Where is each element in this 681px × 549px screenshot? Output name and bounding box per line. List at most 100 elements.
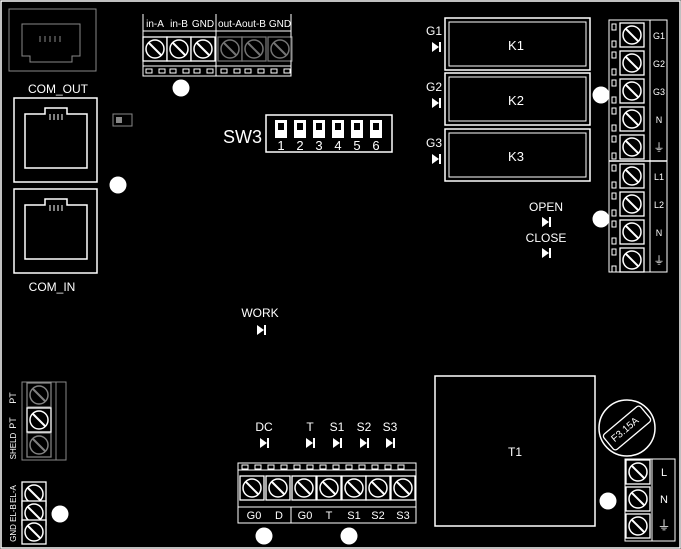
right-terminal-label: G3 bbox=[653, 87, 665, 97]
power-terminal-label: L bbox=[661, 467, 667, 479]
dip-switch-number: 1 bbox=[277, 138, 284, 153]
terminal-screw[interactable] bbox=[190, 36, 216, 62]
terminal-screw[interactable] bbox=[265, 475, 291, 501]
transformer bbox=[434, 375, 596, 527]
led-icon bbox=[306, 438, 315, 448]
bottom-terminal-label: G0 bbox=[298, 510, 313, 522]
top-terminal-label: GND bbox=[269, 19, 291, 30]
top-terminal-label: out-B bbox=[242, 19, 266, 30]
left-terminal-label: PT bbox=[8, 417, 18, 429]
dip-switch-toggle[interactable] bbox=[351, 120, 363, 138]
terminal-screw[interactable] bbox=[625, 513, 651, 539]
com-out-jack[interactable] bbox=[13, 97, 98, 183]
led-icon bbox=[386, 438, 395, 448]
relay-name: K3 bbox=[508, 149, 524, 164]
jumper bbox=[112, 113, 133, 127]
right-terminal-label: L2 bbox=[654, 200, 664, 210]
right-terminal-label: ⏚ bbox=[654, 254, 665, 267]
terminal-screw[interactable] bbox=[26, 432, 52, 458]
bottom-terminal-label: S2 bbox=[371, 510, 384, 522]
dip-switch-toggle[interactable] bbox=[370, 120, 382, 138]
terminal-screw[interactable] bbox=[625, 486, 651, 512]
terminal-screw[interactable] bbox=[217, 36, 243, 62]
terminal-screw[interactable] bbox=[239, 475, 265, 501]
terminal-screw[interactable] bbox=[390, 475, 416, 501]
terminal-screw[interactable] bbox=[26, 407, 52, 433]
relay-led-label: G2 bbox=[426, 80, 442, 94]
bottom-terminal-label: T bbox=[326, 510, 333, 522]
terminal-screw[interactable] bbox=[365, 475, 391, 501]
bottom-left-terminal-label: GND bbox=[9, 524, 18, 542]
right-terminal-label: ⏚ bbox=[654, 141, 665, 154]
dip-switch-toggle[interactable] bbox=[332, 120, 344, 138]
dip-switch-toggle[interactable] bbox=[313, 120, 325, 138]
terminal-screw[interactable] bbox=[241, 36, 267, 62]
terminal-screw[interactable] bbox=[21, 519, 47, 545]
led-icon bbox=[360, 438, 369, 448]
dip-switch-toggle[interactable] bbox=[294, 120, 306, 138]
terminal-screw[interactable] bbox=[619, 219, 645, 245]
led-icon bbox=[432, 154, 441, 164]
right-terminal-label: N bbox=[656, 115, 663, 125]
bottom-led-label: S1 bbox=[330, 420, 345, 434]
terminal-screw[interactable] bbox=[619, 106, 645, 132]
left-terminal-label: PT bbox=[8, 392, 18, 404]
com-in-label: COM_IN bbox=[29, 280, 76, 294]
terminal-screw[interactable] bbox=[625, 459, 651, 485]
terminal-screw[interactable] bbox=[142, 36, 168, 62]
terminal-screw[interactable] bbox=[619, 191, 645, 217]
com-in-jack[interactable] bbox=[13, 188, 98, 274]
jumper-pin bbox=[116, 117, 122, 123]
top-terminal-label: in-A bbox=[146, 19, 164, 30]
terminal-screw[interactable] bbox=[341, 475, 367, 501]
led-icon bbox=[260, 438, 269, 448]
terminal-screw[interactable] bbox=[619, 247, 645, 273]
terminal-screw[interactable] bbox=[166, 36, 192, 62]
work-led-label: WORK bbox=[241, 306, 278, 320]
dip-switch-number: 3 bbox=[315, 138, 322, 153]
transformer-label: T1 bbox=[508, 445, 522, 459]
terminal-screw[interactable] bbox=[619, 50, 645, 76]
terminal-screw[interactable] bbox=[26, 382, 52, 408]
right-terminal-label: N bbox=[656, 228, 663, 238]
bottom-led-label: S3 bbox=[383, 420, 398, 434]
relay-led-label: G3 bbox=[426, 136, 442, 150]
relay-k3 bbox=[444, 128, 591, 182]
terminal-screw[interactable] bbox=[291, 475, 317, 501]
led-icon bbox=[432, 98, 441, 108]
left-terminal-label: SHELD bbox=[9, 432, 18, 459]
dip-switch-label: SW3 bbox=[223, 127, 262, 147]
dip-switch-number: 4 bbox=[334, 138, 341, 153]
com-out-label: COM_OUT bbox=[28, 82, 89, 96]
bottom-left-terminal-label: EL-A bbox=[9, 484, 18, 502]
terminal-screw[interactable] bbox=[267, 36, 293, 62]
mounting-hole bbox=[109, 176, 127, 194]
left-terminal-block bbox=[21, 381, 67, 461]
bottom-led-label: T bbox=[306, 420, 314, 434]
terminal-screw[interactable] bbox=[619, 163, 645, 189]
power-terminal-block bbox=[624, 458, 676, 542]
dip-switch-toggle[interactable] bbox=[275, 120, 287, 138]
terminal-screw[interactable] bbox=[619, 78, 645, 104]
terminal-screw[interactable] bbox=[619, 22, 645, 48]
mounting-hole bbox=[255, 527, 273, 545]
bottom-led-label: DC bbox=[255, 420, 273, 434]
power-terminal-label: ⏚ bbox=[657, 518, 670, 533]
mounting-hole bbox=[592, 210, 610, 228]
fuse[interactable] bbox=[598, 399, 656, 457]
bottom-terminal-label: S1 bbox=[347, 510, 360, 522]
bottom-terminal-block bbox=[237, 462, 417, 524]
mounting-hole bbox=[340, 527, 358, 545]
terminal-screw[interactable] bbox=[619, 134, 645, 160]
led-icon bbox=[432, 42, 441, 52]
relay-name: K1 bbox=[508, 38, 524, 53]
terminal-screw[interactable] bbox=[316, 475, 342, 501]
right-terminal-label: G1 bbox=[653, 31, 665, 41]
open-led-label: OPEN bbox=[529, 200, 563, 214]
relay-name: K2 bbox=[508, 93, 524, 108]
mounting-hole bbox=[592, 86, 610, 104]
rj-header-top bbox=[8, 8, 97, 72]
bottom-terminal-label: S3 bbox=[396, 510, 409, 522]
dip-switch-number: 5 bbox=[353, 138, 360, 153]
